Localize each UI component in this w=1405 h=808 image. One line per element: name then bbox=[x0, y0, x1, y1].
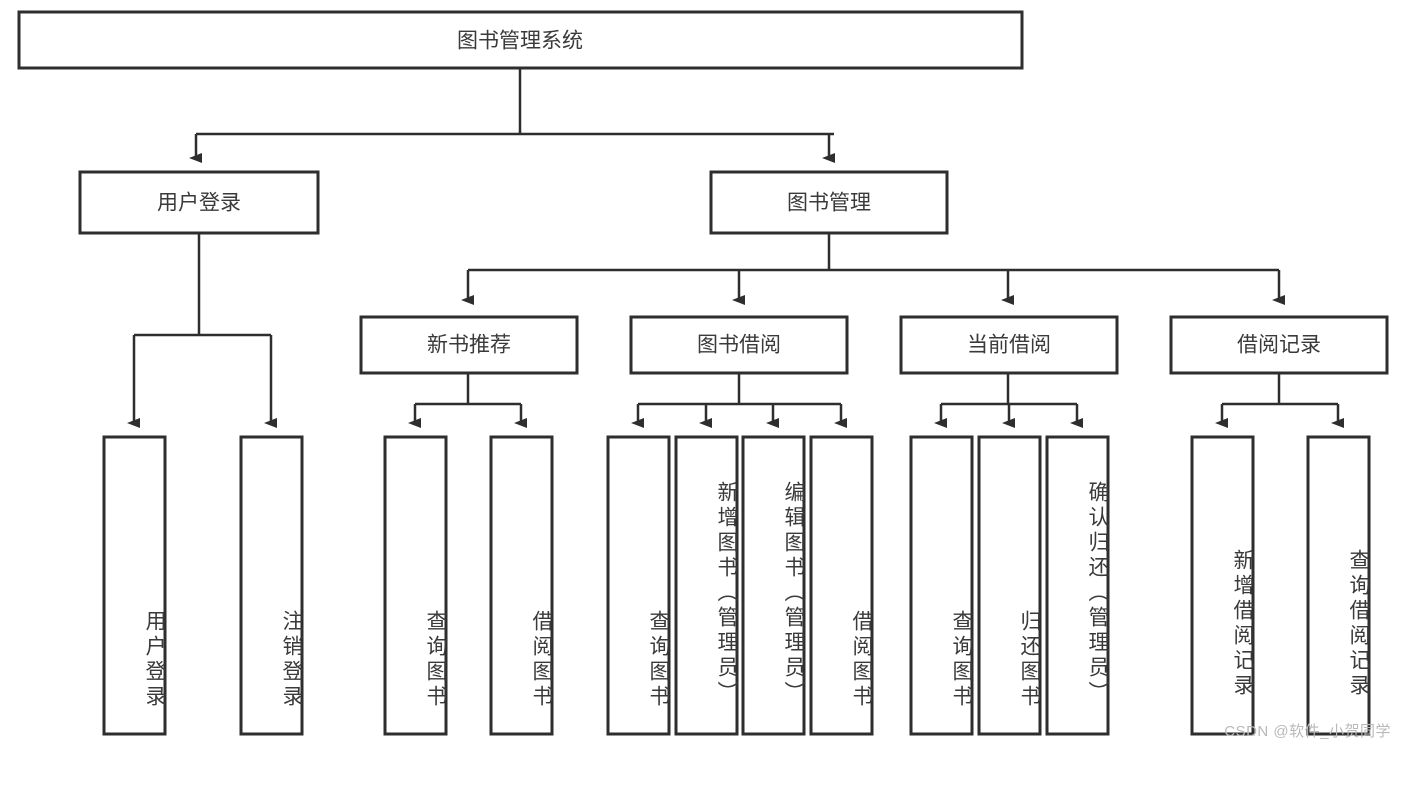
edge-borrowrecord-to-leaves bbox=[1215, 373, 1344, 428]
node-current-borrow[interactable]: 当前借阅 bbox=[899, 315, 1119, 375]
edge-root-to-level2 bbox=[189, 68, 835, 163]
leaf-rect-query-book-3[interactable] bbox=[909, 435, 974, 736]
node-borrow-record-label: 借阅记录 bbox=[1237, 334, 1321, 357]
edge-userlogin-to-leaves bbox=[127, 233, 277, 428]
node-new-book-recommend-label: 新书推荐 bbox=[427, 334, 511, 357]
leaf-rect-logout[interactable] bbox=[239, 435, 304, 736]
node-book-management[interactable]: 图书管理 bbox=[709, 170, 949, 235]
node-user-login[interactable]: 用户登录 bbox=[78, 170, 320, 235]
system-structure-diagram: 图书管理系统 用户登录 图书管理 新书推荐 图书借阅 当前借阅 借阅记录 bbox=[17, 10, 1389, 736]
leaf-rect-user-login[interactable] bbox=[102, 435, 167, 736]
leaf-rect-query-record[interactable] bbox=[1306, 435, 1371, 736]
node-book-management-label: 图书管理 bbox=[787, 192, 871, 215]
leaf-rect-add-record[interactable] bbox=[1190, 435, 1255, 736]
edge-bookborrow-to-leaves bbox=[631, 373, 847, 428]
edge-newbook-to-leaves bbox=[408, 373, 527, 428]
node-current-borrow-label: 当前借阅 bbox=[967, 334, 1051, 357]
leaf-rect-borrow-book-1[interactable] bbox=[489, 435, 554, 736]
node-root[interactable]: 图书管理系统 bbox=[17, 10, 1024, 70]
edge-currentborrow-to-leaves bbox=[934, 373, 1083, 428]
leaf-rect-query-book-2[interactable] bbox=[606, 435, 671, 736]
leaf-rect-return-book[interactable] bbox=[977, 435, 1042, 736]
edge-bookmgmt-to-level3 bbox=[461, 233, 1285, 305]
leaf-rect-add-book[interactable] bbox=[674, 435, 739, 736]
node-book-borrow[interactable]: 图书借阅 bbox=[629, 315, 849, 375]
node-book-borrow-label: 图书借阅 bbox=[697, 334, 781, 357]
node-user-login-label: 用户登录 bbox=[157, 192, 241, 215]
leaf-rect-edit-book[interactable] bbox=[741, 435, 806, 736]
leaf-rect-borrow-book-2[interactable] bbox=[809, 435, 874, 736]
watermark: CSDN @软件_小贺同学 bbox=[1224, 723, 1391, 740]
node-borrow-record[interactable]: 借阅记录 bbox=[1169, 315, 1389, 375]
node-root-label: 图书管理系统 bbox=[457, 30, 583, 53]
leaf-rects bbox=[102, 435, 1371, 736]
leaf-rect-query-book-1[interactable] bbox=[383, 435, 448, 736]
leaf-rect-confirm-return[interactable] bbox=[1045, 435, 1110, 736]
node-new-book-recommend[interactable]: 新书推荐 bbox=[359, 315, 579, 375]
